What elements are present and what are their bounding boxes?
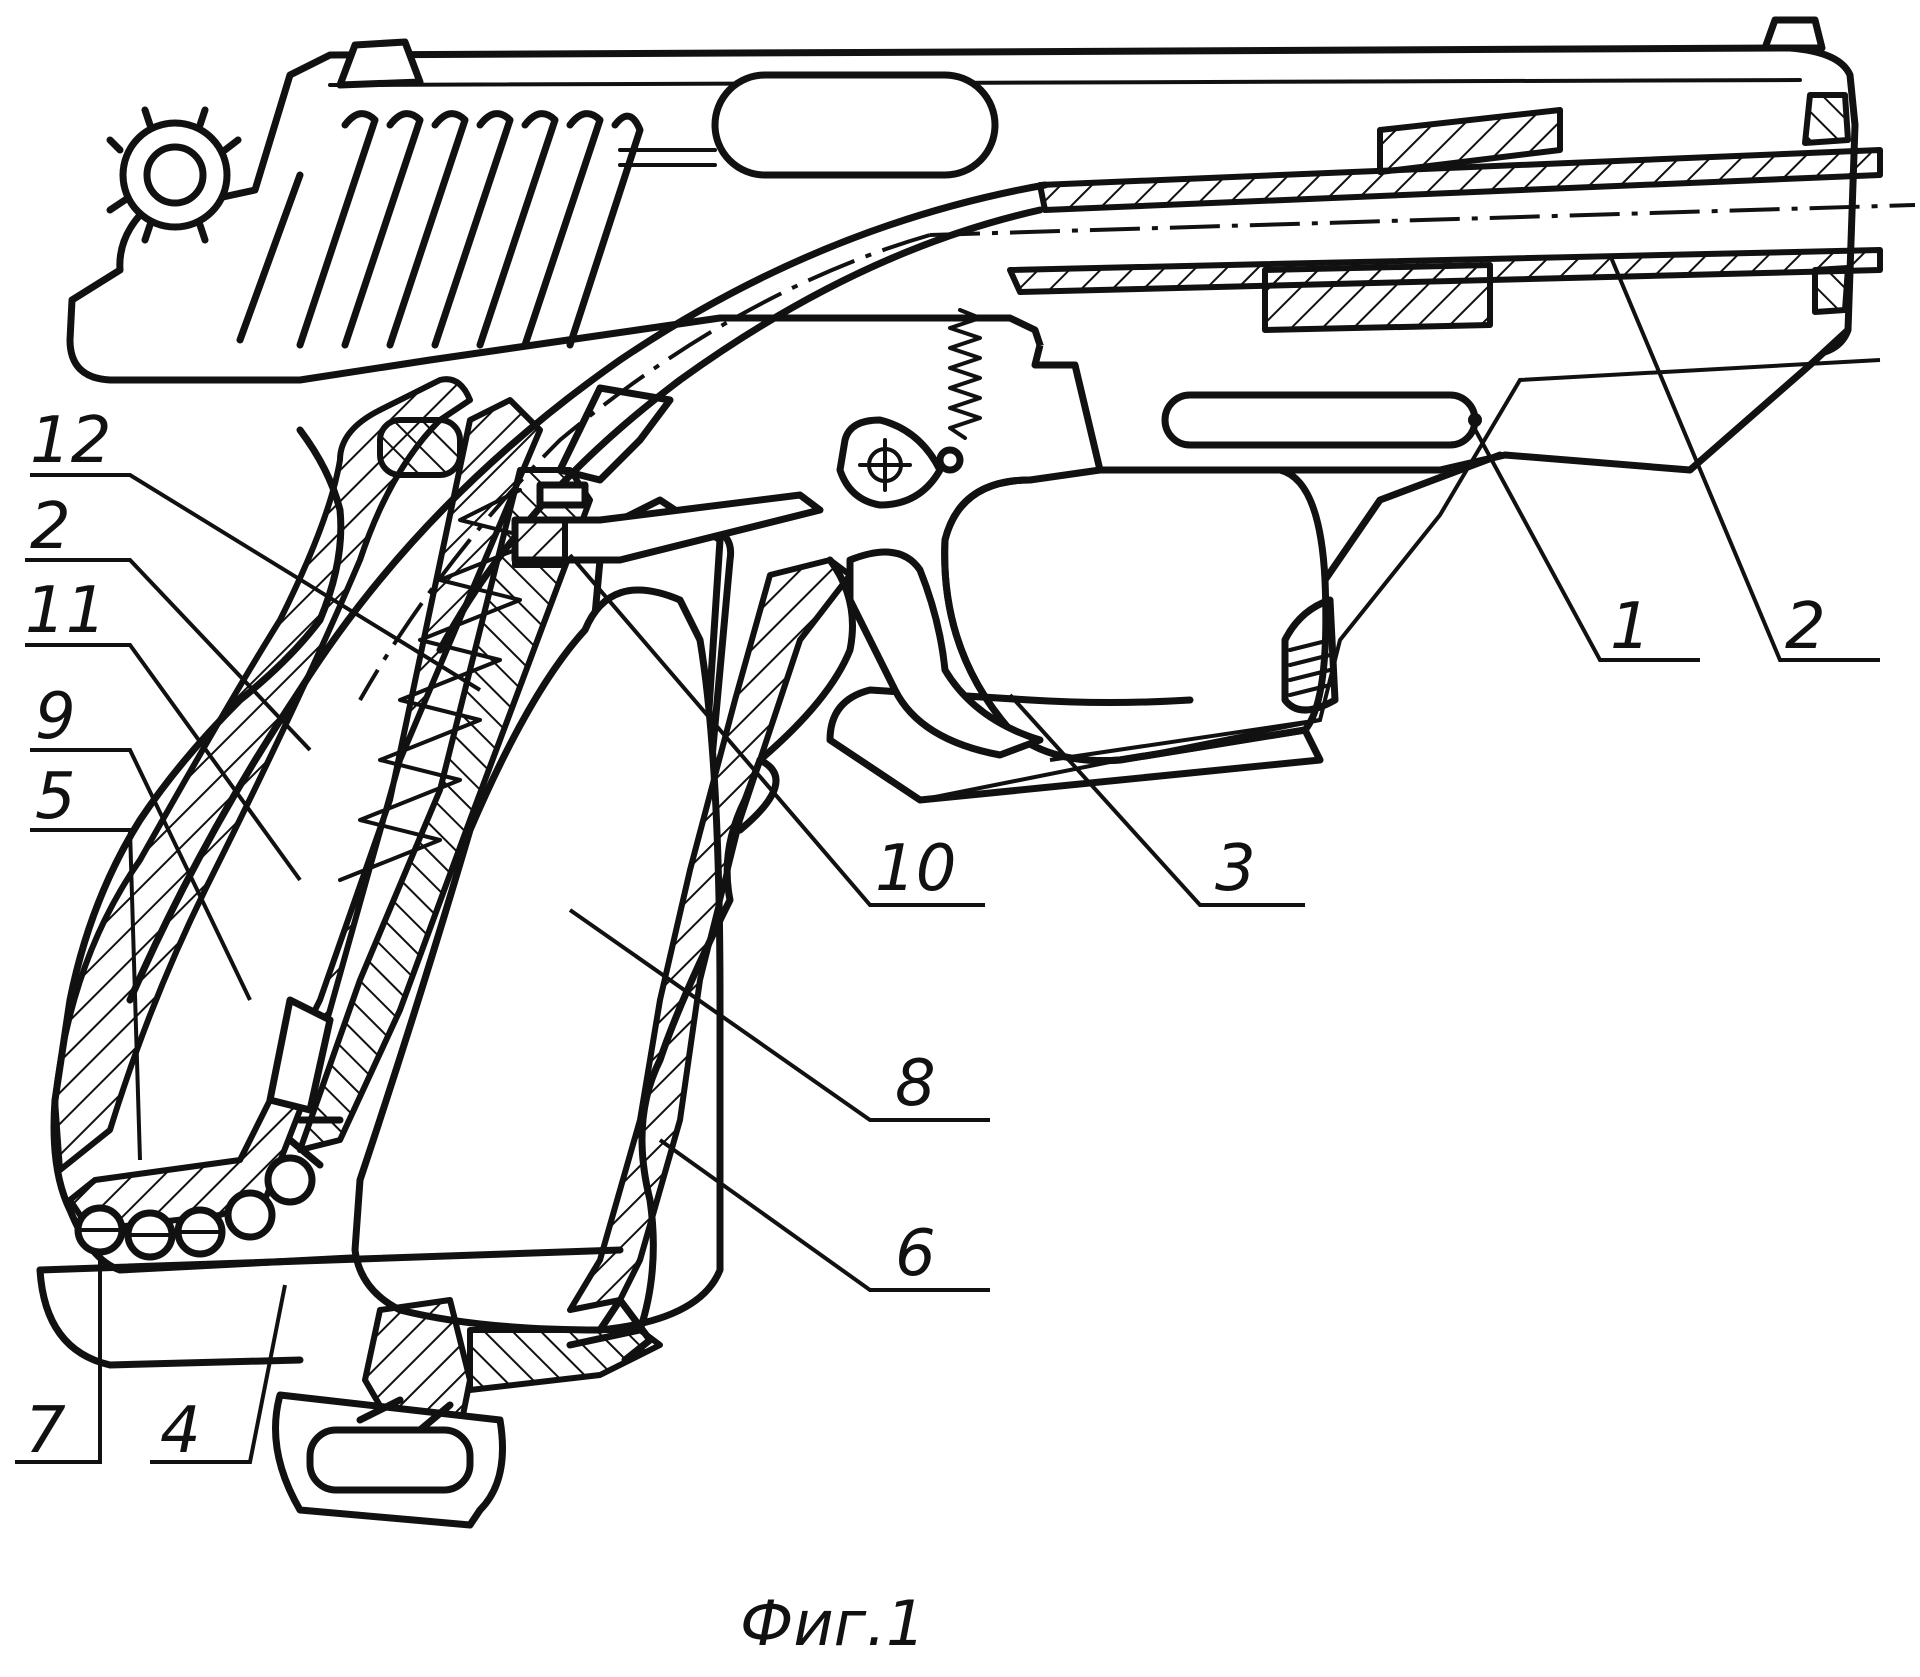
label-2l: 2 [30, 490, 71, 564]
trigger-guard [826, 451, 1504, 804]
recoil-spring [948, 308, 982, 440]
leader-lines [15, 254, 1881, 1464]
callout-labels: 1 2 3 10 8 6 12 2 11 9 5 7 4 [25, 404, 1826, 1468]
ejection-port [711, 71, 999, 179]
trigger [846, 548, 1044, 759]
grip-pin [377, 417, 463, 478]
handle-cavity [351, 586, 724, 1334]
label-6: 6 [895, 1217, 936, 1291]
barrel [929, 92, 1916, 333]
hammer [106, 106, 242, 244]
label-12: 12 [30, 404, 111, 478]
label-5: 5 [35, 760, 76, 834]
label-1: 1 [1610, 590, 1651, 664]
label-4: 4 [160, 1394, 201, 1468]
axis-pin [836, 416, 944, 509]
front-sight [1761, 16, 1826, 52]
trigger-bar [511, 384, 824, 568]
label-7: 7 [25, 1394, 66, 1468]
label-10: 10 [875, 832, 956, 906]
rear-sight [336, 38, 424, 89]
label-11: 11 [25, 574, 106, 648]
grip-backstrap [566, 556, 856, 1349]
label-3: 3 [1215, 832, 1256, 906]
magazine [67, 397, 593, 1261]
slide-serrations [236, 110, 644, 349]
frame-slot [1161, 391, 1479, 449]
label-2r: 2 [1785, 590, 1826, 664]
lanyard-loop [272, 1391, 506, 1529]
label-8: 8 [895, 1047, 936, 1121]
label-9: 9 [35, 680, 76, 754]
figure-caption: Фиг.1 [740, 1587, 925, 1660]
